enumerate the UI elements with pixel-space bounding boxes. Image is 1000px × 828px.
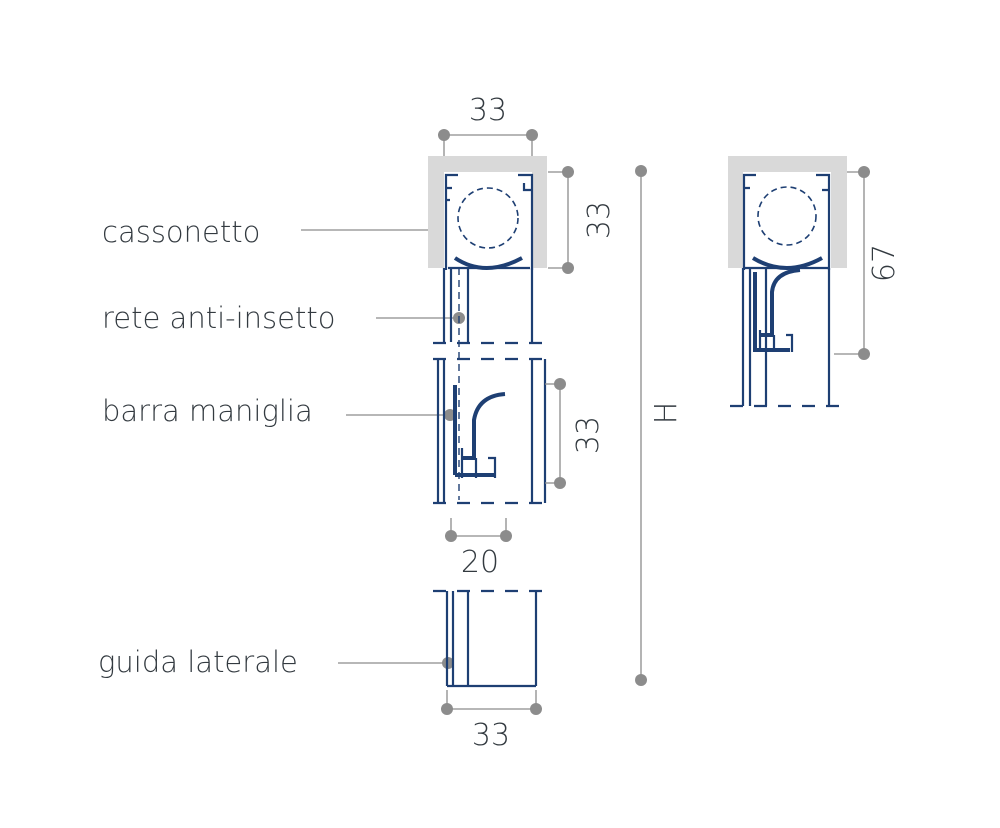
rete-anti-insetto-rails bbox=[433, 268, 545, 500]
dimension-side-height-value: 67 bbox=[867, 244, 902, 282]
label-rete-anti-insetto: rete anti-insetto bbox=[102, 301, 335, 335]
dimension-total-height-value: H bbox=[649, 402, 684, 425]
dimension-top-width-value: 33 bbox=[469, 93, 507, 128]
assembled-view-right bbox=[728, 156, 847, 408]
dimension-guida-width-value: 33 bbox=[472, 718, 510, 753]
label-guida-laterale: guida laterale bbox=[98, 645, 298, 679]
guida-laterale-section bbox=[433, 589, 545, 688]
label-barra-maniglia: barra maniglia bbox=[102, 394, 313, 428]
dimension-box-height-value: 33 bbox=[582, 201, 617, 239]
dimension-total-height: H bbox=[635, 165, 684, 686]
dimension-top-width: 33 bbox=[438, 93, 538, 156]
barra-maniglia-section bbox=[433, 359, 547, 505]
dimension-barra-height-value: 33 bbox=[571, 416, 606, 454]
dimension-side-height: 67 bbox=[834, 166, 902, 360]
cassonetto-left bbox=[428, 156, 547, 270]
dimension-barra-height: 33 bbox=[545, 378, 606, 489]
dimension-guida-width: 33 bbox=[441, 690, 542, 753]
dimension-barra-width-value: 20 bbox=[461, 545, 499, 580]
dimension-barra-width: 20 bbox=[445, 518, 512, 580]
label-cassonetto: cassonetto bbox=[102, 215, 260, 249]
dimension-box-height: 33 bbox=[548, 166, 617, 274]
